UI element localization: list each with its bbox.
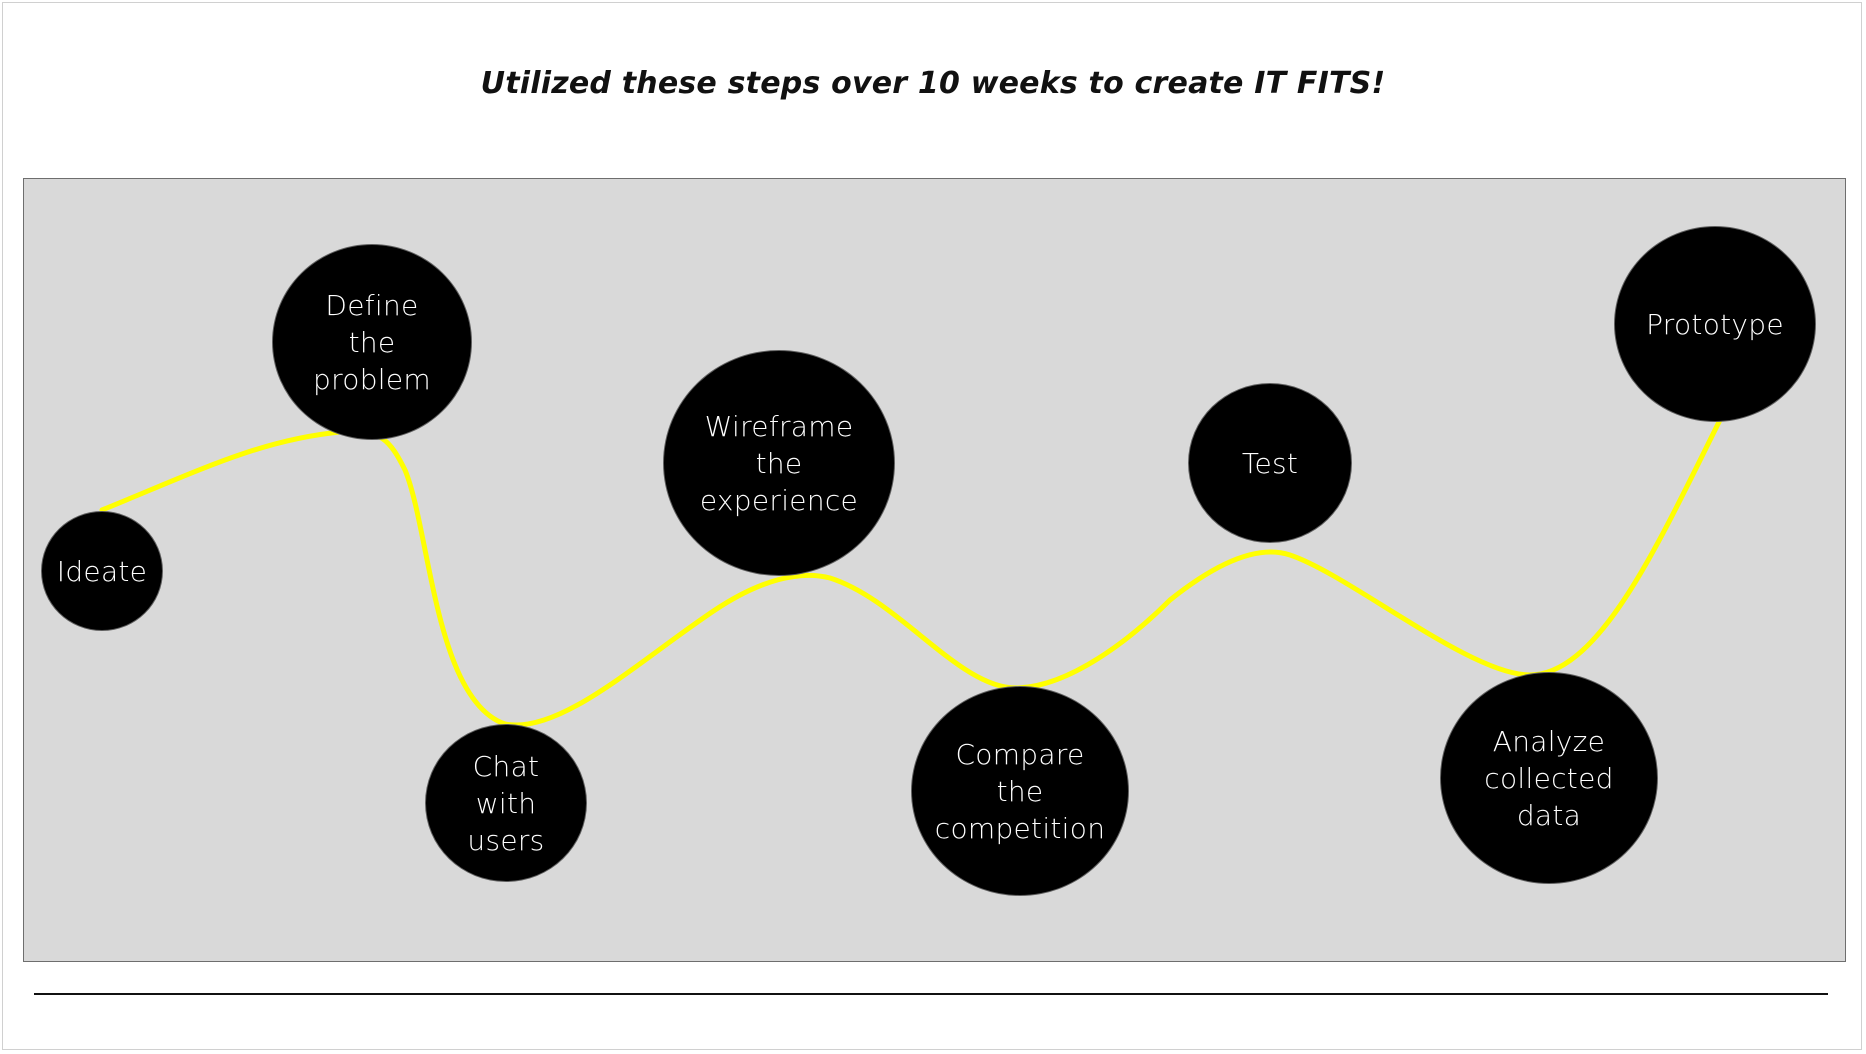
step-label: Analyze collected data xyxy=(1484,724,1614,832)
footer-divider xyxy=(34,993,1828,995)
step-chat-with-users: Chat with users xyxy=(425,724,587,882)
step-compare-the-competition: Compare the competition xyxy=(911,686,1129,896)
step-prototype: Prototype xyxy=(1614,226,1816,422)
step-label: Test xyxy=(1241,446,1299,480)
step-ideate: Ideate xyxy=(41,511,163,631)
step-label: Define the problem xyxy=(313,288,431,396)
step-label: Wireframe the experience xyxy=(699,409,859,517)
step-label: Ideate xyxy=(56,554,148,588)
step-test: Test xyxy=(1188,383,1352,543)
page-title: Utilized these steps over 10 weeks to cr… xyxy=(480,66,1386,101)
step-define-the-problem: Define the problem xyxy=(272,244,472,440)
step-label: Prototype xyxy=(1646,307,1784,341)
step-wireframe-the-experience: Wireframe the experience xyxy=(663,350,895,576)
step-label: Chat with users xyxy=(467,749,545,857)
step-label: Compare the competition xyxy=(934,737,1106,845)
step-analyze-collected-data: Analyze collected data xyxy=(1440,672,1658,884)
